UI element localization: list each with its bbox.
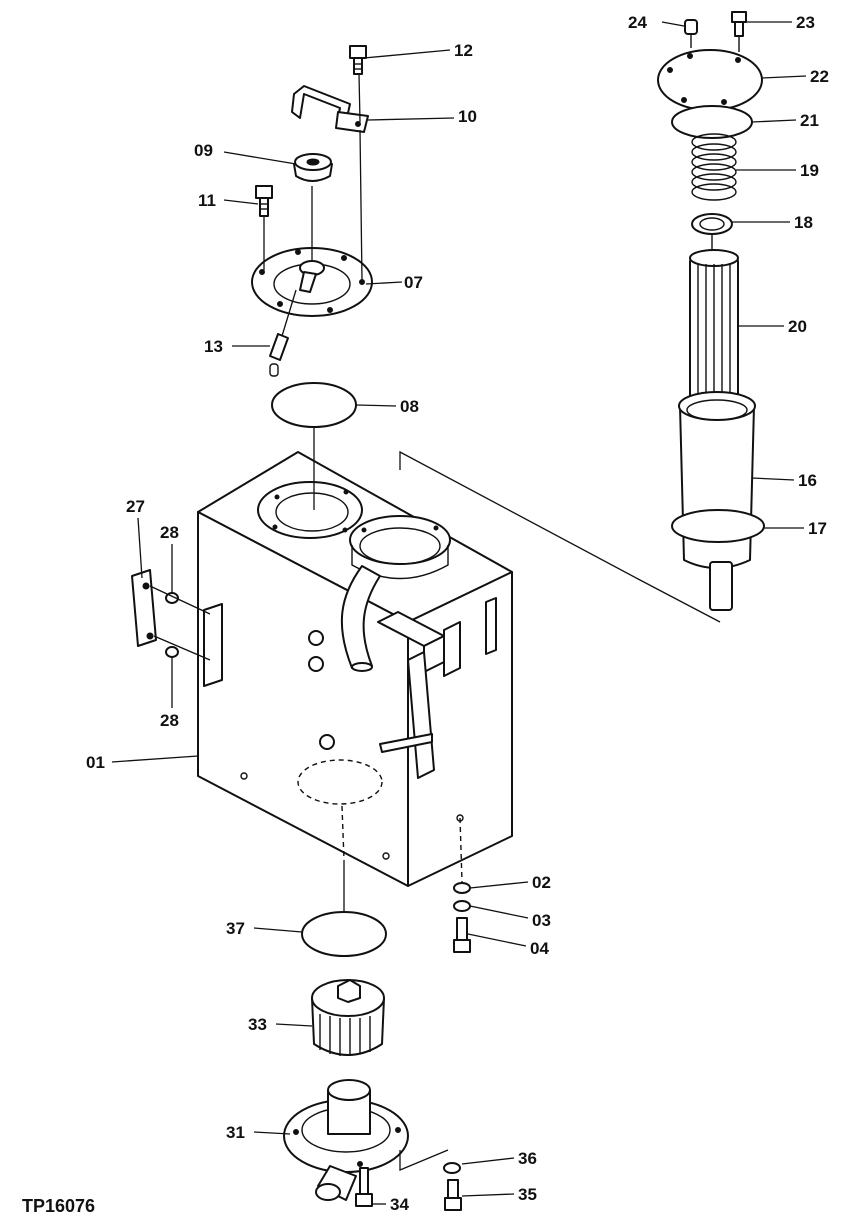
gasket-37 (301, 911, 387, 957)
callout-13: 13 (204, 337, 223, 356)
cover-plate (251, 247, 373, 317)
bolt-35 (444, 1179, 462, 1211)
callout-36: 36 (518, 1149, 537, 1168)
callout-37: 37 (226, 919, 245, 938)
valve-seat-18 (691, 213, 733, 254)
lock-washer-03 (453, 900, 471, 912)
callout-12: 12 (454, 41, 473, 60)
spring-19 (691, 133, 737, 201)
strainer-33 (311, 979, 385, 1056)
bolt-34 (355, 1167, 373, 1207)
callout-08: 08 (400, 397, 419, 416)
callout-09: 09 (194, 141, 213, 160)
callout-20: 20 (788, 317, 807, 336)
callout-16: 16 (798, 471, 817, 490)
callout-31: 31 (226, 1123, 245, 1142)
gasket-08 (271, 382, 357, 428)
breather-cap (293, 153, 333, 182)
lock-bracket (291, 85, 369, 133)
callout-labels: 12 10 09 11 07 13 08 24 23 22 21 19 18 2… (86, 13, 829, 1214)
callout-24: 24 (628, 13, 647, 32)
filter-top-cover (657, 49, 763, 111)
filter-case-16 (678, 391, 756, 611)
callout-18: 18 (794, 213, 813, 232)
callout-33: 33 (248, 1015, 267, 1034)
callout-leaders (111, 21, 807, 1205)
bolt-23 (731, 11, 747, 52)
callout-07: 07 (404, 273, 423, 292)
o-ring-21 (671, 105, 753, 139)
callout-22: 22 (810, 67, 829, 86)
nut-28-lower (165, 646, 179, 658)
callout-28-upper: 28 (160, 523, 179, 542)
bolt-04 (453, 917, 471, 953)
bolt-11 (255, 185, 273, 217)
side-plate-27 (131, 569, 157, 647)
drawing-id: TP16076 (22, 1196, 95, 1216)
plug-24 (684, 19, 698, 48)
callout-27: 27 (126, 497, 145, 516)
suction-flange-31 (283, 1079, 409, 1201)
callout-35: 35 (518, 1185, 537, 1204)
callout-10: 10 (458, 107, 477, 126)
callout-02: 02 (532, 873, 551, 892)
o-ring-17 (671, 509, 765, 543)
callout-04: 04 (530, 939, 549, 958)
hydraulic-tank-body (197, 451, 513, 887)
hose-13 (269, 333, 289, 377)
bolt-12 (349, 45, 367, 75)
callout-03: 03 (532, 911, 551, 930)
washer-36 (443, 1162, 461, 1174)
callout-17: 17 (808, 519, 827, 538)
callout-11: 11 (198, 191, 216, 210)
callout-01: 01 (86, 753, 105, 772)
callout-23: 23 (796, 13, 815, 32)
filter-element-20 (689, 249, 739, 407)
callout-28-lower: 28 (160, 711, 179, 730)
callout-34: 34 (390, 1195, 409, 1214)
washer-02 (453, 882, 471, 894)
callout-21: 21 (800, 111, 819, 130)
callout-19: 19 (800, 161, 819, 180)
